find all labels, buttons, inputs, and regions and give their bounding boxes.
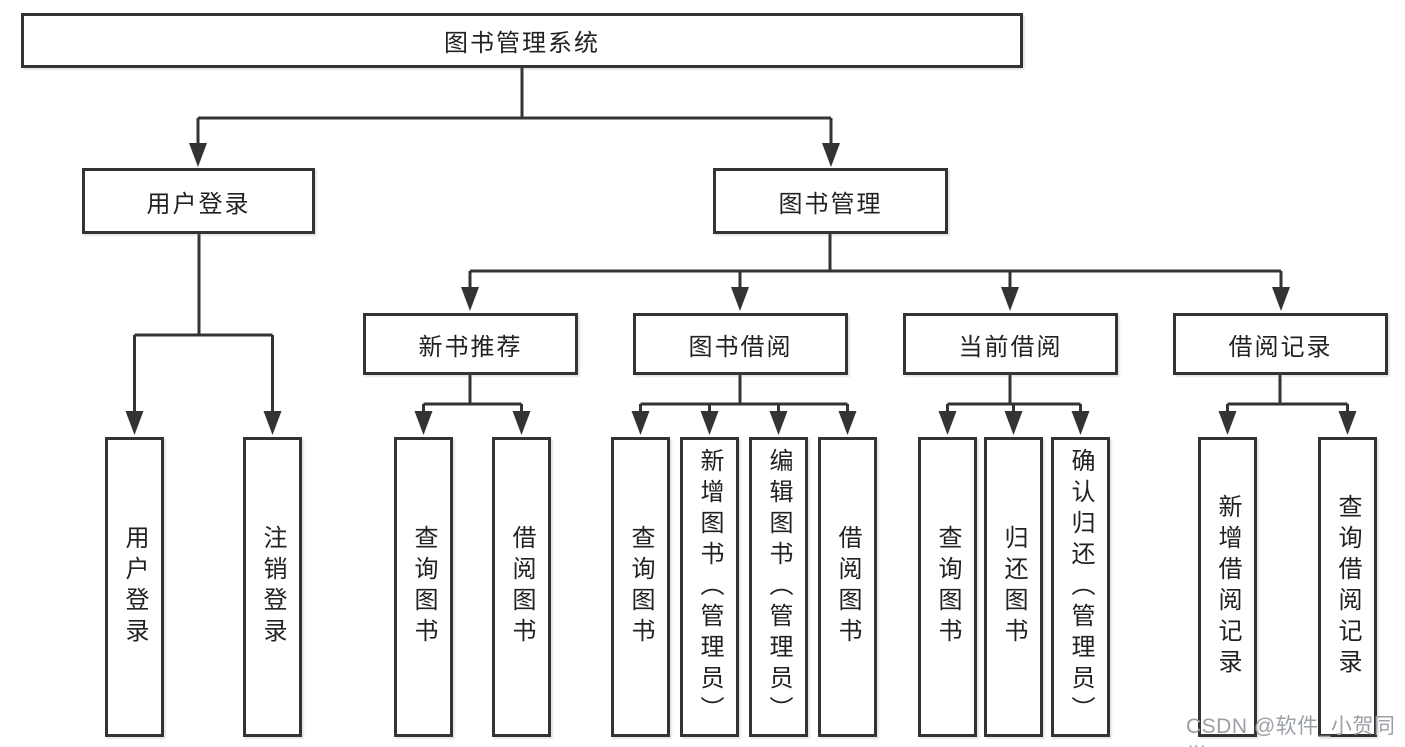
leaf-edit-books-admin: 编辑图书（管理员） <box>749 437 808 737</box>
node-user-login: 用户登录 <box>82 168 315 234</box>
arrowhead <box>189 143 207 167</box>
csdn-watermark: CSDN @软件_小贺同学 <box>1186 715 1396 747</box>
arrowhead <box>700 411 719 435</box>
leaf-query-books-recommend: 查询图书 <box>394 437 453 737</box>
node-new-book-recommend: 新书推荐 <box>363 313 578 375</box>
connector-line <box>946 375 1082 413</box>
arrowhead <box>1272 287 1290 311</box>
connector-new-book-recommend-to-leaves <box>414 375 531 435</box>
arrowhead <box>838 411 857 435</box>
leaf-query-borrow-record: 查询借阅记录 <box>1318 437 1377 737</box>
arrowhead <box>1218 411 1237 435</box>
arrowhead <box>731 287 749 311</box>
arrowhead <box>769 411 788 435</box>
node-book-management: 图书管理 <box>713 168 948 234</box>
leaf-borrow-books: 借阅图书 <box>818 437 877 737</box>
arrowhead <box>461 287 479 311</box>
leaf-user-login: 用户登录 <box>105 437 164 737</box>
leaf-add-books-admin: 新增图书（管理员） <box>680 437 739 737</box>
connector-line <box>639 375 849 413</box>
connector-line <box>196 68 833 145</box>
arrowhead <box>1001 287 1019 311</box>
arrowhead <box>822 143 840 167</box>
leaf-confirm-return-admin: 确认归还（管理员） <box>1051 437 1110 737</box>
node-root-library-system: 图书管理系统 <box>21 13 1023 68</box>
leaf-query-books-borrow: 查询图书 <box>611 437 670 737</box>
arrowhead <box>1071 411 1090 435</box>
arrowhead <box>125 411 144 435</box>
connector-current-borrow-to-leaves <box>938 375 1090 435</box>
node-book-borrow: 图书借阅 <box>633 313 848 375</box>
arrowhead <box>512 411 531 435</box>
connector-book-borrow-to-leaves <box>631 375 857 435</box>
leaf-add-borrow-record: 新增借阅记录 <box>1198 437 1257 737</box>
connector-line <box>422 375 523 413</box>
arrowhead <box>631 411 650 435</box>
arrowhead <box>263 411 282 435</box>
arrowhead <box>1338 411 1357 435</box>
connector-line <box>133 234 274 413</box>
leaf-query-books-current: 查询图书 <box>918 437 977 737</box>
connector-line <box>1226 375 1349 413</box>
connector-line <box>468 234 1283 290</box>
connector-book-management-to-level2 <box>461 234 1290 311</box>
connector-borrow-records-to-leaves <box>1218 375 1357 435</box>
arrowhead <box>938 411 957 435</box>
arrowhead <box>1004 411 1023 435</box>
arrowhead <box>414 411 433 435</box>
connector-root-to-level1 <box>189 68 840 167</box>
leaf-borrow-books-recommend: 借阅图书 <box>492 437 551 737</box>
node-current-borrow: 当前借阅 <box>903 313 1118 375</box>
leaf-logout: 注销登录 <box>243 437 302 737</box>
node-borrow-records: 借阅记录 <box>1173 313 1388 375</box>
connector-user-login-to-leaves <box>125 234 282 435</box>
leaf-return-books: 归还图书 <box>984 437 1043 737</box>
